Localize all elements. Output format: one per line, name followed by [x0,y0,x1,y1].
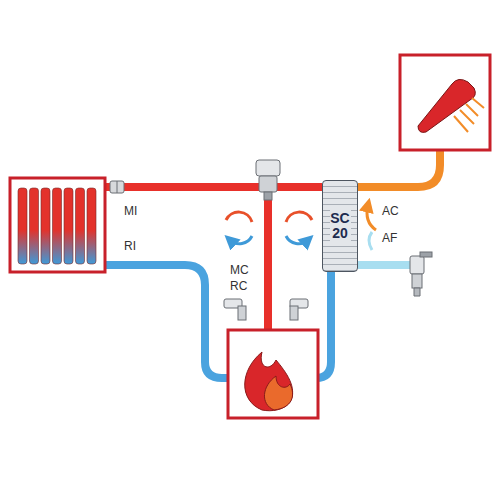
exchanger-ports [323,181,357,271]
pipe-label: RC [230,280,247,294]
pipe-label: MC [230,264,249,278]
cold-water-valve [410,252,432,296]
boiler-box [228,330,318,418]
shower-box [400,55,490,150]
radiator-fin [53,188,62,264]
heat-exchanger: SC 20 [322,180,358,272]
radiator-fin [87,188,96,264]
pipe-label: RI [124,240,136,254]
shower-head [418,79,484,132]
flame [245,352,293,411]
radiator-box [10,178,105,272]
radiator-fin [76,188,85,264]
three-way-valve [256,160,280,200]
pipe-label: AC [382,205,399,219]
radiator-fin [64,188,73,264]
pipe-label: MI [124,205,137,219]
radiator-fin [41,188,50,264]
radiator-valve [110,181,124,193]
radiator-fin [30,188,39,264]
boiler-valves [224,299,308,320]
pipe-label: AF [382,232,397,246]
radiator-fin [18,188,27,264]
exchanger-label: SC 20 [330,210,351,243]
radiator-fins [18,188,96,264]
